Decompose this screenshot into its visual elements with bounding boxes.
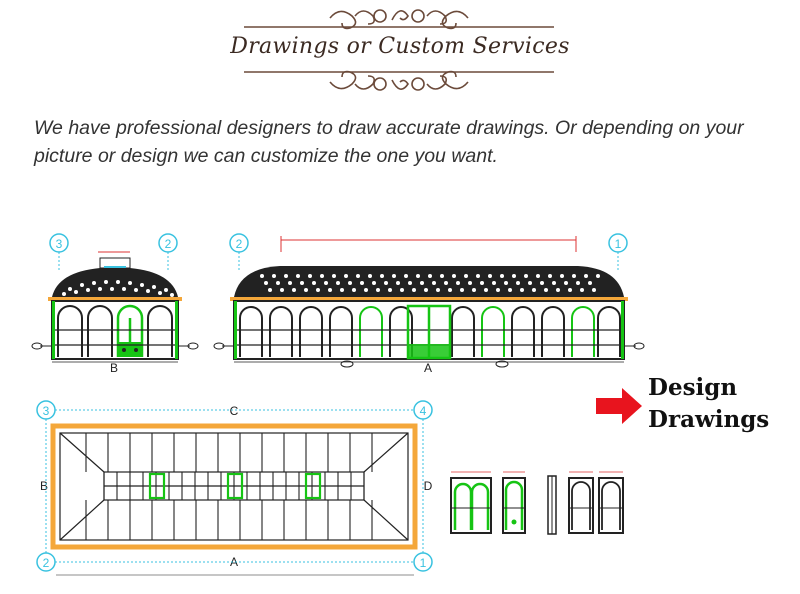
axis-bubble-1: 1 (608, 233, 628, 272)
elevation-label-a: A (424, 361, 432, 375)
detail-window-1 (568, 471, 594, 534)
axis-bubble-2: 2 (158, 233, 178, 272)
header-ornament (244, 9, 554, 91)
axis-label: 2 (236, 237, 243, 251)
side-label-line2: Drawings (648, 406, 770, 433)
axis-label: 1 (615, 237, 622, 251)
axis-bubble-2: 2 (229, 233, 249, 272)
axis-label: 4 (420, 404, 427, 418)
axis-label: 3 (43, 404, 50, 418)
detail-single-door (502, 471, 526, 534)
detail-section (547, 475, 557, 535)
intro-text: We have professional designers to draw a… (34, 117, 744, 167)
side-label-line1: Design (648, 374, 738, 401)
plan-label-b: B (40, 479, 48, 493)
axis-label: 2 (43, 556, 50, 570)
axis-label: 3 (56, 237, 63, 251)
plan-label-a: A (230, 555, 238, 569)
axis-bubble-4: 4 (413, 400, 433, 420)
axis-label: 1 (420, 556, 427, 570)
detail-window-2 (598, 471, 624, 534)
plan-label-d: D (424, 479, 433, 493)
plan-label-c: C (230, 404, 239, 418)
design-drawings-label: Design Drawings (648, 372, 769, 436)
detail-double-door (450, 471, 492, 534)
axis-bubble-3: 3 (49, 233, 69, 272)
page-title: Drawings or Custom Services (230, 34, 570, 59)
axis-label: 2 (165, 237, 172, 251)
elevation-label-b: B (110, 361, 118, 375)
